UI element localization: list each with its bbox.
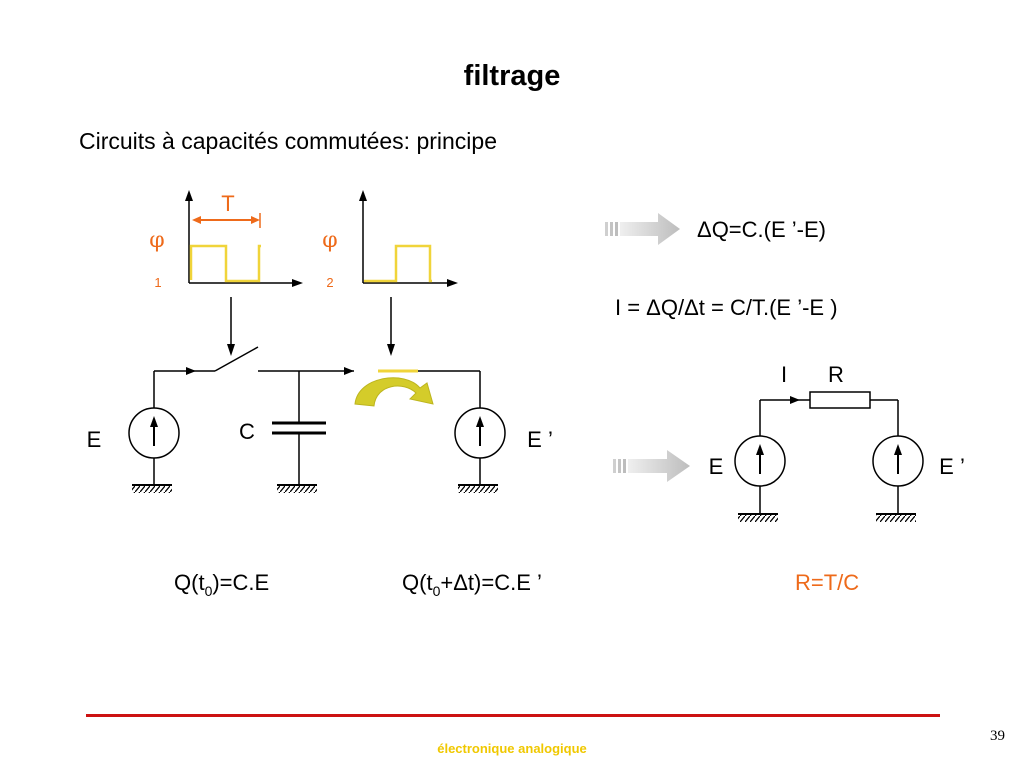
period-label: T xyxy=(221,191,234,216)
phi2-symbol: φ xyxy=(322,228,337,253)
phi1-index: 1 xyxy=(154,275,161,290)
switch-1 xyxy=(214,346,259,372)
equation-q-t0-dt: Q(t0+Δt)=C.E ’ xyxy=(402,570,542,599)
eq-label-e-left: E xyxy=(709,454,724,479)
ground-3 xyxy=(458,486,498,493)
phi2-index: 2 xyxy=(326,275,333,290)
phi1-symbol: φ xyxy=(149,228,164,253)
eq-label-resistor: R xyxy=(828,362,844,387)
eq-ground-1 xyxy=(738,515,778,522)
page-number: 39 xyxy=(990,728,1005,744)
eq-label-e-right: E ’ xyxy=(939,454,965,479)
label-e-right: E ’ xyxy=(527,427,553,452)
eq-label-current: I xyxy=(781,362,787,387)
implies-arrow-1 xyxy=(605,213,680,245)
timing-diagram-phase2: φ 2 xyxy=(322,190,458,290)
implies-arrow-2 xyxy=(613,450,690,482)
ground-1 xyxy=(132,486,172,493)
phase2-waveform xyxy=(364,244,432,283)
equation-delta-q: ΔQ=C.(E ’-E) xyxy=(697,217,826,242)
slide-title: filtrage xyxy=(463,60,561,92)
slide-subtitle: Circuits à capacités commutées: principe xyxy=(79,128,497,154)
switched-capacitor-circuit xyxy=(128,346,506,493)
label-e-left: E xyxy=(87,427,102,452)
equation-q-t0: Q(t0)=C.E xyxy=(174,570,269,599)
footer-rule xyxy=(86,714,940,717)
charge-transfer-arrow xyxy=(354,377,434,407)
result-r: R=T/C xyxy=(795,570,859,595)
phase1-waveform xyxy=(189,244,261,283)
equation-current: I = ΔQ/Δt = C/T.(E ’-E ) xyxy=(615,295,838,320)
timing-diagram-phase1: T φ 1 xyxy=(149,190,303,290)
eq-ground-2 xyxy=(876,515,916,522)
equivalent-circuit xyxy=(734,391,924,522)
ground-2 xyxy=(277,486,317,493)
footer-text: électronique analogique xyxy=(437,741,587,756)
label-capacitor: C xyxy=(239,419,255,444)
resistor-symbol xyxy=(809,391,871,409)
